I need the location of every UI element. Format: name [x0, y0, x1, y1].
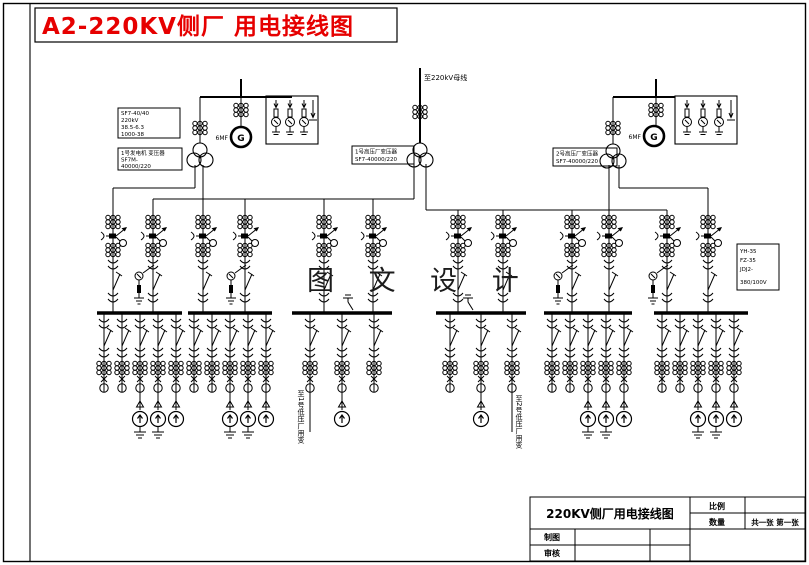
reviewer-label: 审核 [544, 548, 560, 558]
feeder-label-bus4: 至2号低压厂用变 [515, 395, 523, 450]
pt-spec-2: FZ-35 [740, 258, 756, 264]
generator-2-letter: G [650, 133, 657, 143]
tx-right-name-box: 2号高压厂变压器 SF7-40000/220 [552, 147, 618, 167]
tx-right-name-1: 2号高压厂变压器 [556, 150, 598, 158]
page-title: A2-220KV侧厂 用电接线图 [42, 13, 354, 40]
quantity-label: 数量 [709, 517, 725, 527]
tx-left-name-1: 1号发电机 变压器 [121, 149, 165, 157]
title-block [529, 496, 806, 562]
generator-1-letter: G [237, 134, 244, 144]
tx-left-name-3: 40000/220 [121, 164, 151, 170]
pt-box-right [674, 95, 738, 145]
generator-2-tag: 6MF [629, 134, 642, 141]
tx-left-name-2: SF7M- [121, 158, 138, 164]
titleblock-drawing-title: 220KV侧厂用电接线图 [546, 506, 674, 521]
tx-left-spec-3: 38.5-6.3 [121, 125, 144, 131]
watermark-text: 图 文 设 计 [307, 266, 532, 297]
tx-left-spec-box: SF7-40/40 220kV 38.5-6.3 1000-38 [117, 107, 181, 139]
pt-box-left [265, 95, 319, 145]
pt-spec-1: YH-35 [739, 249, 757, 255]
generator-1-tag: 6MF [216, 135, 229, 142]
pt-spec-box: YH-35 FZ-35 JDJ2- 380/100V [736, 243, 780, 291]
drafter-label: 制图 [544, 532, 560, 542]
tx-center-name-box: 1号高压厂变压器 SF7-40000/220 [351, 145, 415, 165]
tx-right-name-2: SF7-40000/220 [556, 159, 598, 165]
tx-left-spec-4: 1000-38 [121, 132, 144, 138]
pt-spec-4: 380/100V [740, 280, 767, 286]
tx-center-name-1: 1号高压厂变压器 [355, 148, 397, 156]
tx-left-name-box: 1号发电机 变压器 SF7M- 40000/220 [117, 147, 183, 171]
drawing-title-box: A2-220KV侧厂 用电接线图 [34, 7, 398, 43]
sheet-info: 共一张 第一张 [751, 517, 799, 527]
to-220kv-bus-label: 至220kV母线 [424, 73, 467, 82]
scale-label: 比例 [709, 501, 725, 511]
pt-spec-3: JDJ2- [739, 267, 753, 273]
tx-center-name-2: SF7-40000/220 [355, 157, 397, 163]
tx-left-spec-2: 220kV [121, 118, 139, 124]
feeder-label-bus3: 至1号低压厂用变 [297, 390, 305, 445]
tx-left-spec-1: SF7-40/40 [121, 111, 149, 117]
